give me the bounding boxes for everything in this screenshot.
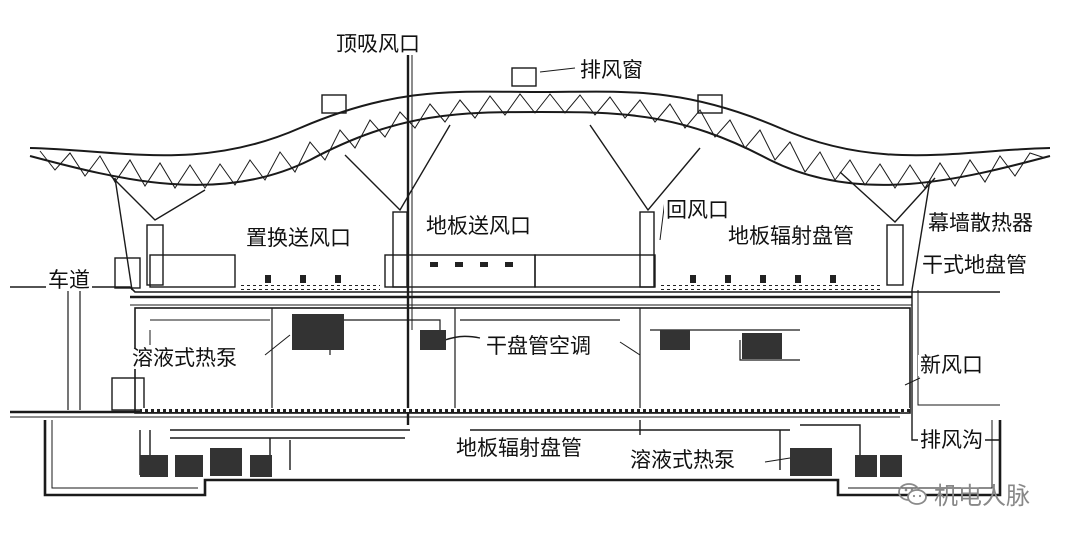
radiant-floor-hatch xyxy=(140,285,910,412)
wechat-icon xyxy=(898,482,927,505)
label-fresh-air-vent: 新风口 xyxy=(918,353,985,377)
label-solution-heat-pump-left: 溶液式热泵 xyxy=(130,346,239,370)
structure-lines xyxy=(10,40,1051,497)
label-floor-radiant-coil-lower: 地板辐射盘管 xyxy=(454,436,584,460)
label-floor-supply-vent: 地板送风口 xyxy=(424,214,533,238)
label-dry-floor-coil: 干式地盘管 xyxy=(920,253,1029,277)
watermark: 机电人脉 xyxy=(898,476,1030,511)
label-exhaust-trench: 排风沟 xyxy=(918,428,985,452)
label-displacement-supply-vent: 置换送风口 xyxy=(244,226,353,250)
label-exhaust-window: 排风窗 xyxy=(578,58,645,82)
label-solution-heat-pump-right: 溶液式热泵 xyxy=(628,448,737,472)
leader-lines xyxy=(264,67,921,463)
label-return-vent: 回风口 xyxy=(664,198,731,222)
label-top-suction-vent: 顶吸风口 xyxy=(334,32,422,56)
floor-vents xyxy=(265,262,836,283)
label-roadway: 车道 xyxy=(46,268,92,292)
equipment xyxy=(140,314,902,477)
label-floor-radiant-coil-upper: 地板辐射盘管 xyxy=(726,224,856,248)
label-curtain-wall-radiator: 幕墙散热器 xyxy=(926,211,1035,235)
label-dry-coil-ac: 干盘管空调 xyxy=(484,334,593,358)
watermark-text: 机电人脉 xyxy=(934,482,1030,510)
